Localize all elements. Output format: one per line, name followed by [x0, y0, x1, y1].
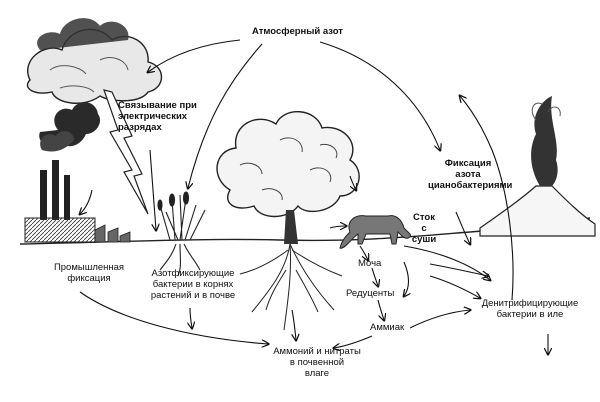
arrow-ground-flow-2: [429, 275, 480, 298]
arrow-lightning-down: [149, 149, 156, 230]
arrow-horse-to-urine: [359, 245, 368, 260]
arrow-bacteria-down: [190, 307, 192, 328]
storm-cloud: [26, 18, 163, 104]
label-runoff: Сток с суши: [411, 212, 437, 245]
label-ammonia: Аммиак: [370, 322, 405, 333]
flow-arrows: [79, 39, 548, 354]
arrow-ammonia-to-ammonium: [334, 335, 373, 348]
lightning-bolt: [103, 89, 149, 215]
label-urine: Моча: [358, 258, 382, 269]
arrow-runoff: [403, 245, 490, 280]
arrow-industrial-to-ammonium: [79, 291, 268, 344]
arrow-ammonia-to-denitrifying: [409, 310, 470, 329]
arrow-tree-right: [329, 226, 346, 228]
label-denitrifying-bacteria: Денитрифицирующие бактерии в иле: [481, 298, 579, 320]
arrow-roots-to-ammonium: [291, 309, 296, 340]
arrow-factory: [80, 189, 93, 214]
marsh-plants: [157, 191, 206, 277]
arrow-ground-flow-1: [429, 263, 488, 276]
factory: [24, 102, 131, 243]
label-decomposers: Редуценты: [346, 288, 395, 299]
arrow-atmo-to-cyano: [319, 41, 440, 150]
arrow-atmo-to-cloud: [148, 39, 241, 72]
tree: [216, 110, 360, 331]
arrow-urine-down: [371, 267, 378, 286]
arrow-tree-to-decomposers: [404, 261, 409, 296]
label-lightning-fixation: Связывание при электрических разрядах: [118, 100, 197, 133]
arrow-cyano-down: [455, 211, 470, 244]
arrow-leaf: [349, 175, 356, 190]
arrow-atmo-to-plants: [188, 43, 263, 188]
label-atmospheric-nitrogen: Атмосферный азот: [252, 26, 343, 37]
horse: [339, 215, 411, 249]
label-cyanobacteria: Фиксация азота цианобактериями: [428, 158, 513, 191]
label-industrial-fixation: Промышленная фиксация: [53, 262, 125, 284]
arrow-denitrifying-up: [460, 96, 514, 301]
arrow-decomposers-to-ammonia: [377, 299, 384, 320]
label-ammonium-nitrates: Аммоний и нитраты в почвенной влаге: [273, 346, 361, 379]
volcano: [479, 96, 596, 237]
label-root-bacteria: Азотфиксирующие бактерии в корнях растен…: [150, 268, 236, 301]
